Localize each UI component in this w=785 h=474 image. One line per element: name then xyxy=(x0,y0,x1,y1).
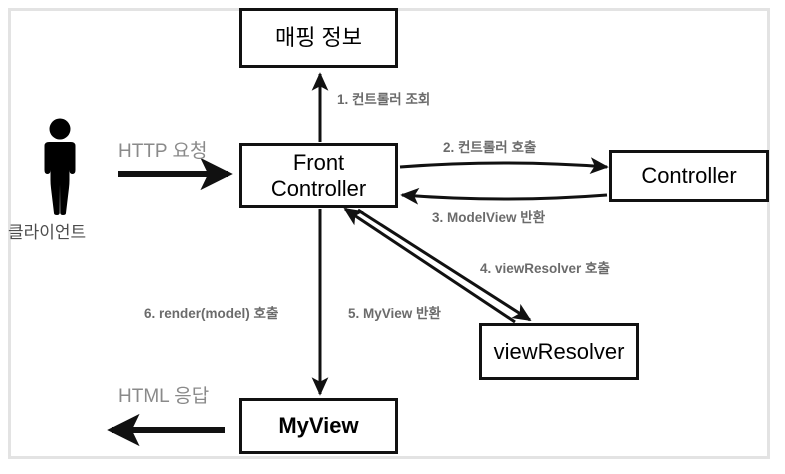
node-mapping-info[interactable]: 매핑 정보 xyxy=(239,8,398,68)
node-my-view[interactable]: MyView xyxy=(239,398,398,454)
edge-label-step-1: 1. 컨트롤러 조회 xyxy=(337,92,431,107)
node-mapping-info-label: 매핑 정보 xyxy=(274,25,363,51)
edge-label-step-4: 4. viewResolver 호출 xyxy=(480,261,610,276)
node-view-resolver[interactable]: viewResolver xyxy=(479,323,639,380)
arrow-step-3 xyxy=(400,187,608,205)
person-icon xyxy=(44,118,76,215)
node-my-view-label: MyView xyxy=(278,413,359,439)
node-front-controller[interactable]: Front Controller xyxy=(239,143,398,208)
edge-label-step-3: 3. ModelView 반환 xyxy=(432,210,546,225)
arrow-step-2 xyxy=(399,157,609,175)
node-controller[interactable]: Controller xyxy=(609,150,769,202)
node-view-resolver-label: viewResolver xyxy=(493,338,625,364)
arrow-step-4 xyxy=(357,208,532,322)
actor-client-label: 클라이언트 xyxy=(8,223,87,242)
edge-label-html-response: HTML 응답 xyxy=(118,386,210,407)
node-controller-label: Controller xyxy=(641,163,737,189)
arrow-step-5 xyxy=(343,207,516,324)
node-front-controller-label: Front Controller xyxy=(270,150,367,201)
edge-label-step-2: 2. 컨트롤러 호출 xyxy=(443,140,537,155)
edge-label-step-5: 5. MyView 반환 xyxy=(348,306,441,321)
edge-label-step-6: 6. render(model) 호출 xyxy=(144,306,279,321)
edge-label-http-request: HTTP 요청 xyxy=(118,141,208,162)
